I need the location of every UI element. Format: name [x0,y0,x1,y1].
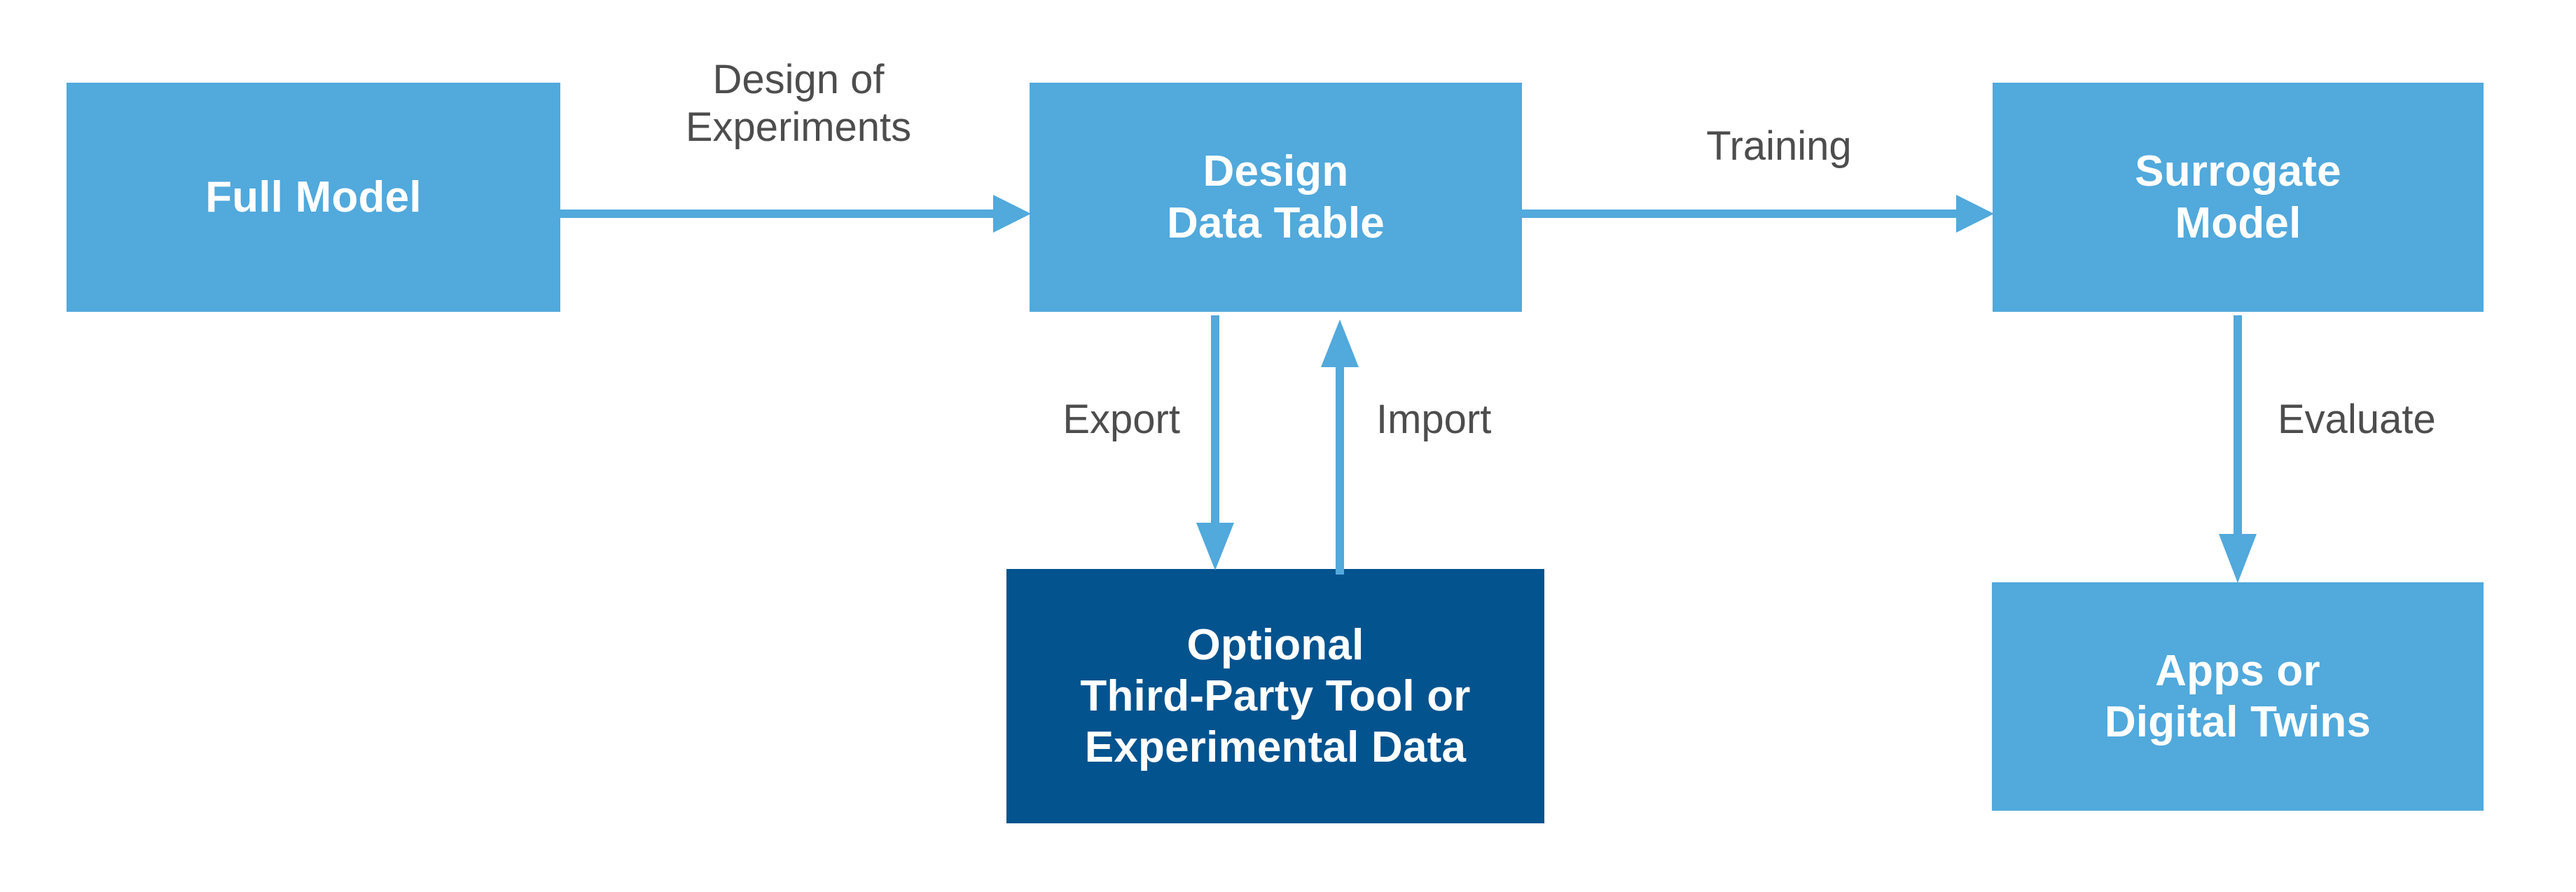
arrow-right-icon-training [1522,189,2000,238]
node-optional-third-party-tool[interactable]: Optional Third-Party Tool or Experimenta… [1006,569,1544,823]
node-surrogate-model[interactable]: Surrogate Model [1993,83,2484,312]
edge-label-training: Training [1706,123,1852,169]
arrow-down-icon-export [1191,315,1240,575]
node-full-model[interactable]: Full Model [67,83,560,312]
node-design-data-table[interactable]: Design Data Table [1030,83,1522,312]
node-apps-or-digital-twins[interactable]: Apps or Digital Twins [1992,582,2484,811]
edge-label-evaluate: Evaluate [2278,397,2436,442]
arrow-up-icon-import [1315,315,1364,575]
arrow-right-icon-design-of-experiments [560,189,1037,238]
arrow-down-icon-evaluate [2213,315,2262,589]
edge-label-design-of-experiments: Design of Experiments [685,57,912,151]
edge-label-export: Export [1062,397,1180,442]
edge-label-import: Import [1376,397,1492,442]
